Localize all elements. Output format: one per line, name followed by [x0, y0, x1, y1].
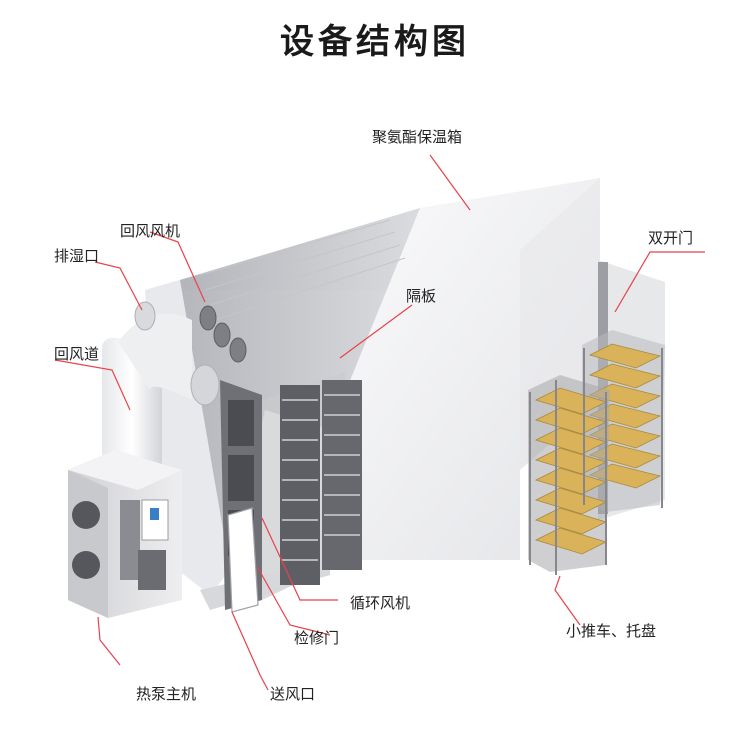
label-partition: 隔板	[406, 287, 437, 305]
leader-insulation-box	[429, 154, 471, 211]
heat-pump-unit	[68, 450, 182, 618]
label-service-door: 检修门	[294, 629, 340, 647]
label-dehumidify-port: 排湿口	[54, 247, 100, 265]
label-supply-port: 送风口	[270, 685, 316, 703]
leader-heat-pump	[97, 616, 121, 666]
leader-double-door	[614, 251, 705, 313]
dehumidify-port	[134, 301, 156, 331]
label-return-fan: 回风风机	[120, 222, 181, 240]
diagram-title: 设备结构图	[280, 22, 470, 62]
leader-service-door	[257, 567, 331, 636]
service-door	[227, 507, 259, 613]
carts-trays	[528, 330, 665, 575]
return-duct	[102, 313, 220, 488]
leader-return-fan	[149, 231, 206, 303]
label-double-door: 双开门	[648, 229, 694, 247]
leader-lines	[54, 154, 705, 691]
leader-return-duct	[54, 359, 131, 411]
label-return-duct: 回风道	[54, 345, 100, 363]
leader-supply-port	[231, 611, 269, 691]
label-cart-tray: 小推车、托盘	[566, 622, 657, 640]
leader-cart-tray	[554, 575, 581, 626]
label-insulation-box: 聚氨酯保温箱	[372, 128, 463, 146]
label-heat-pump: 热泵主机	[136, 685, 197, 703]
interior-racks	[280, 380, 362, 585]
label-circulation-fan: 循环风机	[350, 594, 411, 612]
leader-partition	[339, 304, 413, 359]
return-fans	[199, 305, 247, 363]
leader-dehumidify	[94, 261, 143, 311]
leader-circulation-fan	[261, 517, 338, 601]
